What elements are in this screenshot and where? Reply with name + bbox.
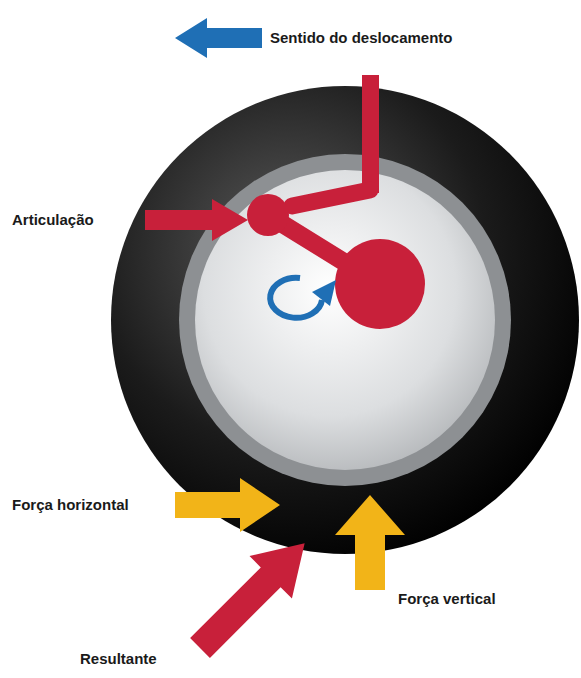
hub [195, 170, 495, 470]
resultant-arrow [179, 522, 326, 669]
force-label: Força vertical [398, 590, 496, 608]
articulation-arrow [145, 199, 248, 241]
direction-label: Sentido do deslocamento [270, 29, 453, 47]
suspension-bar [362, 75, 379, 193]
direction-arrow [175, 18, 262, 58]
rotation-arrowhead [312, 280, 336, 306]
vertical-force-arrow [335, 495, 405, 590]
suspension-arm [292, 190, 370, 206]
force-label: Força horizontal [12, 496, 129, 514]
rotation-arrow [270, 278, 322, 318]
wheel-axle [335, 239, 425, 329]
horizontal-force-arrow [175, 478, 280, 532]
force-label: Resultante [80, 650, 157, 668]
rim [179, 154, 511, 486]
part-label: Articulação [12, 211, 94, 229]
tire [111, 86, 579, 554]
articulation-joint [247, 194, 289, 236]
